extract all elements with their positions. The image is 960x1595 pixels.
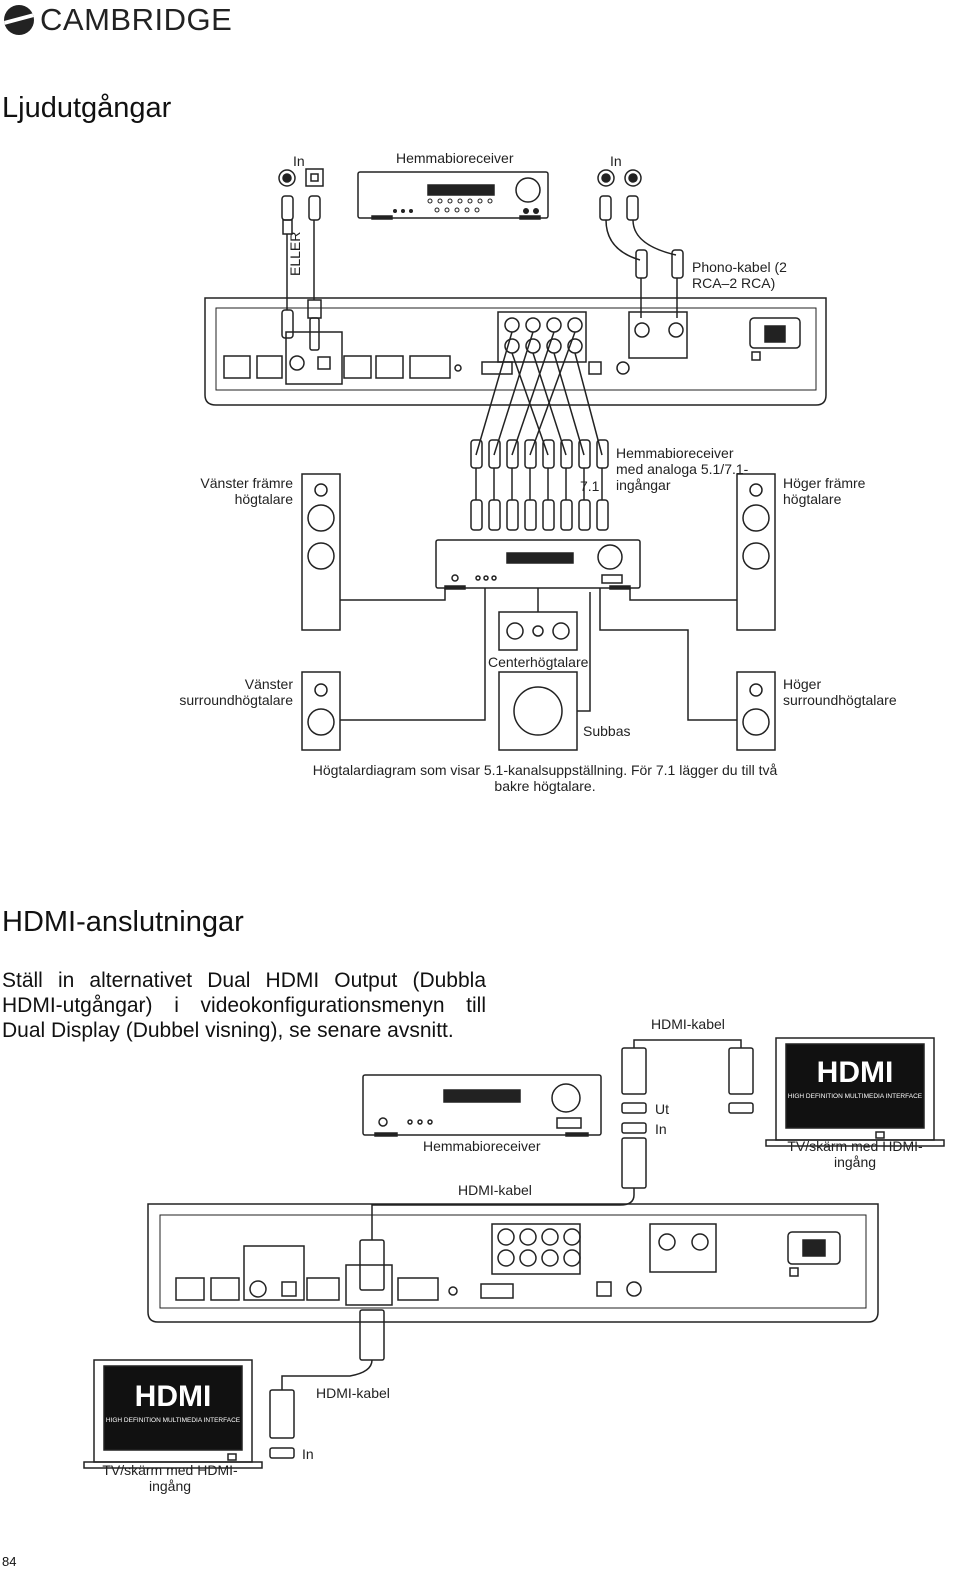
tv-right-label: TV/skärm med HDMI-ingång bbox=[787, 1138, 923, 1171]
audio-outputs-diagram: ELLER bbox=[204, 168, 827, 751]
cambridge-logo: CAMBRIDGE bbox=[4, 2, 232, 38]
front-right-speaker bbox=[736, 473, 776, 631]
seven-one-label: 7.1 bbox=[580, 478, 600, 494]
hdmi-cable-mid-label: HDMI-kabel bbox=[458, 1182, 532, 1198]
surround-right-speaker bbox=[736, 671, 776, 751]
speaker-diagram-caption: Högtalardiagram som visar 5.1-kanalsupps… bbox=[312, 762, 778, 795]
phono-cable-label: Phono-kabel (2 RCA–2 RCA) bbox=[692, 259, 787, 292]
tv-right bbox=[765, 1037, 945, 1147]
in-bottom-label: In bbox=[302, 1446, 314, 1462]
hdmi-logo-left: HDMI bbox=[135, 1380, 212, 1413]
audio-section-title: Ljudutgångar bbox=[2, 92, 172, 124]
hdmi-cable-bottom-label: HDMI-kabel bbox=[316, 1385, 390, 1401]
surround-left-speaker bbox=[301, 671, 341, 751]
brand-name: CAMBRIDGE bbox=[40, 2, 233, 37]
hdmi-cable-top-label: HDMI-kabel bbox=[651, 1016, 725, 1032]
hdmi-section-title: HDMI-anslutningar bbox=[2, 906, 244, 938]
center-speaker bbox=[498, 611, 578, 651]
in-right-label: In bbox=[610, 153, 622, 169]
surround-left-label: Vänster surroundhögtalare bbox=[179, 676, 293, 709]
player-back-panel-hdmi bbox=[147, 1203, 879, 1323]
multichannel-cables bbox=[470, 331, 609, 531]
subwoofer bbox=[498, 671, 578, 751]
hdmi-receiver bbox=[362, 1074, 602, 1137]
in-mid-label: In bbox=[655, 1121, 667, 1137]
front-left-label: Vänster främre högtalare bbox=[200, 475, 293, 508]
hdmi-logo-left-sub: HIGH DEFINITION MULTIMEDIA INTERFACE bbox=[106, 1417, 241, 1424]
hdmi-logo-right: HDMI bbox=[817, 1056, 894, 1089]
hdmi-receiver-label: Hemmabioreceiver bbox=[423, 1138, 541, 1154]
surround-right-label: Höger surroundhögtalare bbox=[783, 676, 897, 709]
logo-mark-icon bbox=[4, 5, 34, 35]
in-left-label: In bbox=[293, 153, 305, 169]
receiver-top bbox=[357, 171, 549, 220]
receiver-top-label: Hemmabioreceiver bbox=[396, 150, 514, 166]
analog-receiver bbox=[435, 539, 641, 590]
out-label: Ut bbox=[655, 1101, 669, 1117]
hdmi-intro-text: Ställ in alternativet Dual HDMI Output (… bbox=[2, 969, 486, 1043]
center-speaker-label: Centerhögtalare bbox=[488, 654, 589, 670]
hdmi-logo-right-sub: HIGH DEFINITION MULTIMEDIA INTERFACE bbox=[788, 1093, 923, 1100]
front-left-speaker bbox=[301, 473, 341, 631]
or-label: ELLER bbox=[287, 232, 303, 276]
front-right-label: Höger främre högtalare bbox=[783, 475, 866, 508]
tv-left-label: TV/skärm med HDMI-ingång bbox=[102, 1462, 238, 1495]
tv-left bbox=[83, 1359, 263, 1469]
page-number: 84 bbox=[2, 1554, 17, 1569]
analog-receiver-label: Hemmabioreceiver med analoga 5.1/7.1-ing… bbox=[616, 445, 749, 494]
hdmi-connections-diagram: HDMI HIGH DEFINITION MULTIMEDIA INTERFAC… bbox=[83, 1037, 945, 1469]
subwoofer-label: Subbas bbox=[583, 723, 631, 739]
